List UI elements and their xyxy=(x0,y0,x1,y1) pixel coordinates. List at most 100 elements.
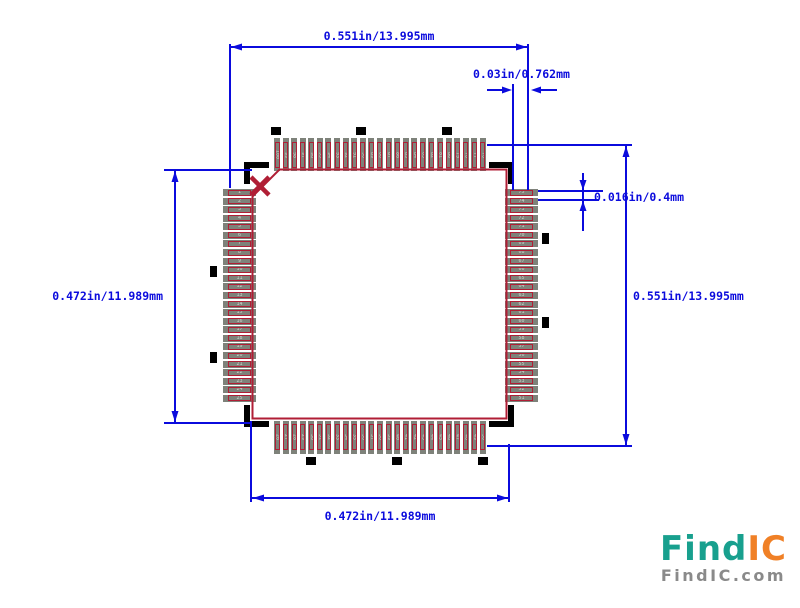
pad-outline: 85 xyxy=(403,142,409,168)
pad-left: 6 xyxy=(223,231,256,239)
pad-left: 7 xyxy=(223,240,256,248)
pad-outline: 75 xyxy=(510,189,533,196)
pin-number: 45 xyxy=(437,433,443,441)
pad-bottom: 43 xyxy=(419,421,426,454)
pin-number: 29 xyxy=(300,433,306,441)
pad-outline: 78 xyxy=(463,142,469,168)
pad-outline: 87 xyxy=(386,142,392,168)
pad-outline: 70 xyxy=(510,232,533,239)
pad-right: 58 xyxy=(505,334,538,342)
pad-outline: 39 xyxy=(386,424,392,450)
pad-outline: 8 xyxy=(228,249,251,256)
pad-right: 71 xyxy=(505,223,538,231)
pad-outline: 11 xyxy=(228,275,251,282)
pad-top: 90 xyxy=(359,138,366,171)
pad-top: 99 xyxy=(282,138,289,171)
pad-bottom: 50 xyxy=(479,421,486,454)
pad-right: 69 xyxy=(505,240,538,248)
pad-outline: 17 xyxy=(228,326,251,333)
pad-outline: 61 xyxy=(510,309,533,316)
pad-left: 14 xyxy=(223,300,256,308)
pad-top: 100 xyxy=(274,138,280,171)
dim-label-left-span: 0.472in/11.989mm xyxy=(52,289,163,303)
pad-right: 52 xyxy=(505,386,538,394)
pin-number: 57 xyxy=(518,343,525,350)
dim-label-pad-length: 0.03in/0.762mm xyxy=(473,67,570,81)
pin-number: 9 xyxy=(237,258,241,264)
pad-bottom: 27 xyxy=(282,421,289,454)
pad-outline: 5 xyxy=(228,223,251,230)
pin-number: 59 xyxy=(518,326,525,333)
pad-outline: 56 xyxy=(510,352,533,359)
pad-left: 21 xyxy=(223,360,256,368)
pad-outline: 26 xyxy=(274,424,280,450)
pin-number: 24 xyxy=(236,386,243,393)
pin-number: 96 xyxy=(308,151,314,159)
pad-top: 93 xyxy=(334,138,341,171)
pad-left: 17 xyxy=(223,326,256,334)
pad-top: 76 xyxy=(479,138,486,171)
pin-number: 39 xyxy=(386,433,392,441)
dim-label-top-span: 0.551in/13.995mm xyxy=(323,29,435,43)
pad-outline: 12 xyxy=(228,283,251,290)
pin-number: 33 xyxy=(334,433,340,441)
pin-number: 66 xyxy=(518,266,525,273)
pad-top: 78 xyxy=(462,138,469,171)
pin-number: 3 xyxy=(237,206,241,213)
pin-number: 64 xyxy=(518,283,525,290)
pin-number: 5 xyxy=(237,223,241,230)
pin-number: 23 xyxy=(236,378,243,384)
pin-number: 90 xyxy=(360,151,366,159)
pad-right: 53 xyxy=(505,377,538,385)
pin-number: 35 xyxy=(351,433,357,441)
pad-outline: 45 xyxy=(437,424,443,450)
pad-left: 3 xyxy=(223,206,256,214)
pad-outline: 90 xyxy=(360,142,366,168)
pin-number: 73 xyxy=(518,206,525,213)
pad-outline: 58 xyxy=(510,335,533,342)
pad-outline: 99 xyxy=(283,142,289,168)
pad-right: 60 xyxy=(505,317,538,325)
pad-top: 79 xyxy=(454,138,461,171)
pin-number: 63 xyxy=(518,292,525,298)
logo-wordmark: FindIC xyxy=(660,532,787,566)
pin-number: 27 xyxy=(283,433,289,441)
pad-outline: 55 xyxy=(510,361,533,368)
pad-outline: 93 xyxy=(334,142,340,168)
pad-outline: 64 xyxy=(510,283,533,290)
pad-outline: 66 xyxy=(510,266,533,273)
pad-left: 15 xyxy=(223,309,256,317)
pin-number: 54 xyxy=(518,369,525,376)
pad-left: 12 xyxy=(223,283,256,291)
pad-outline: 31 xyxy=(317,424,323,450)
pad-outline: 77 xyxy=(471,142,477,168)
pad-outline: 35 xyxy=(351,424,357,450)
pin-number: 100 xyxy=(274,150,280,160)
pin-number: 76 xyxy=(480,151,486,159)
pad-bottom: 38 xyxy=(376,421,383,454)
pad-outline: 2 xyxy=(228,198,251,205)
pad-outline: 23 xyxy=(228,378,251,385)
pin-number: 43 xyxy=(420,433,426,441)
pad-top: 77 xyxy=(471,138,478,171)
pad-outline: 67 xyxy=(510,258,533,265)
pad-top: 97 xyxy=(299,138,306,171)
pad-outline: 71 xyxy=(510,223,533,230)
pin-number: 44 xyxy=(428,433,434,441)
pin-number: 87 xyxy=(386,151,392,159)
pad-outline: 73 xyxy=(510,206,533,213)
pin-number: 95 xyxy=(317,151,323,159)
pad-outline: 60 xyxy=(510,318,533,325)
pad-right: 66 xyxy=(505,266,538,274)
pad-outline: 16 xyxy=(228,318,251,325)
findic-logo[interactable]: FindIC FindIC.com xyxy=(660,532,787,584)
pad-outline: 28 xyxy=(291,424,297,450)
pin-number: 22 xyxy=(236,369,243,376)
pin-number: 60 xyxy=(518,318,525,324)
pin-number: 92 xyxy=(343,151,349,159)
pad-right: 73 xyxy=(505,206,538,214)
pin-number: 74 xyxy=(518,198,525,204)
pad-bottom: 49 xyxy=(471,421,478,454)
pin-number: 70 xyxy=(518,232,525,238)
pin-number: 88 xyxy=(377,151,383,159)
